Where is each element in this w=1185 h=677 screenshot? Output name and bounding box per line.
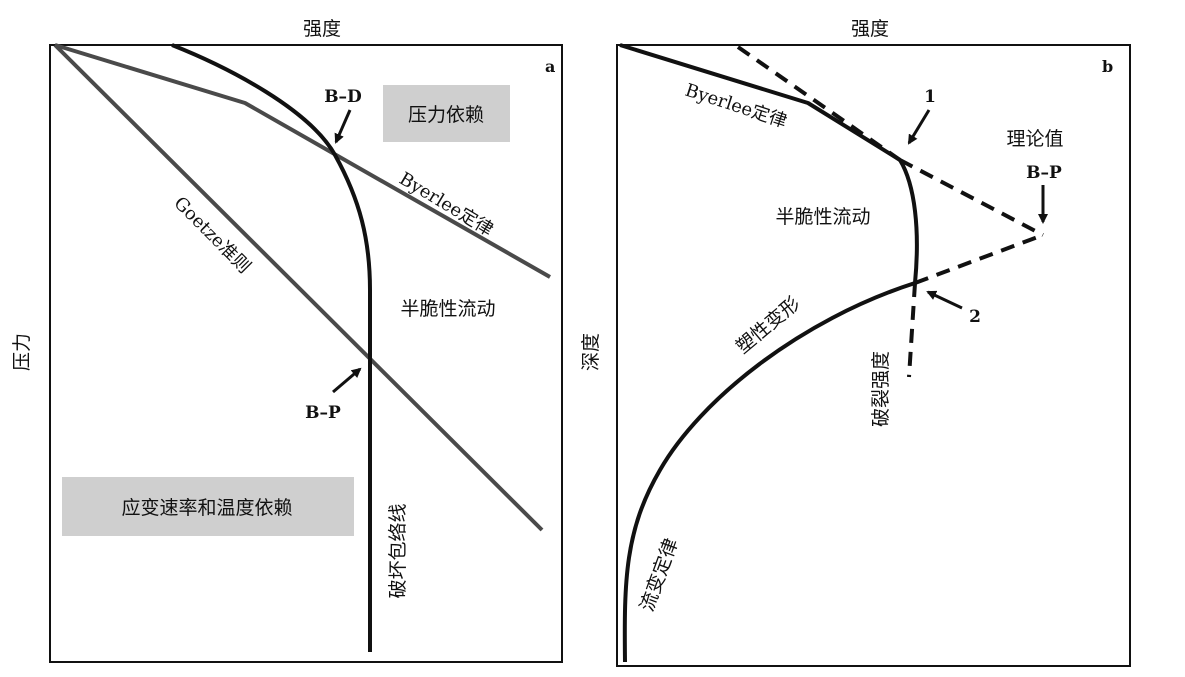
plastic-deformation-label: 塑性变形 — [732, 293, 804, 359]
failure-envelope-label: 破坏包络线 — [387, 503, 409, 598]
failure-envelope-curve — [171, 43, 372, 652]
flow-law-label: 流变定律 — [636, 535, 683, 614]
bd-arrow — [334, 109, 352, 144]
point-2-label: 2 — [969, 307, 981, 327]
byerlee-line-a — [54, 43, 551, 279]
byerlee-label-a: Byerlee定律 — [395, 168, 496, 240]
bp-label-b: B–P — [1026, 163, 1062, 183]
panel-b-letter: b — [1102, 57, 1113, 76]
panel-a-y-axis-label: 压力 — [11, 333, 33, 371]
panel-b-frame — [616, 44, 1131, 667]
strain-rate-temperature-box — [62, 477, 354, 536]
fracture-strength-dashed — [907, 282, 917, 378]
goetze-line — [53, 43, 544, 532]
panel-a: a 强度 压力 压力依赖 应变速率和温度依赖 Byerlee定律 Goetze准… — [11, 18, 563, 663]
point-1-arrow — [907, 109, 931, 145]
theoretical-value-label: 理论值 — [1006, 128, 1063, 150]
strain-rate-temperature-label: 应变速率和温度依赖 — [121, 497, 292, 519]
lower-dashed-line — [914, 233, 1044, 285]
panel-a-letter: a — [545, 57, 555, 76]
panel-b-x-axis-label: 强度 — [851, 18, 889, 40]
bp-arrow-a — [332, 367, 362, 394]
semibrittle-label-b: 半脆性流动 — [775, 206, 870, 228]
panel-a-frame — [49, 44, 563, 663]
fracture-strength-label: 破裂强度 — [870, 351, 892, 427]
panel-a-x-axis-label: 强度 — [303, 18, 341, 40]
pressure-dependent-label: 压力依赖 — [408, 104, 484, 126]
pressure-dependent-box — [383, 85, 510, 142]
upper-dashed-line — [736, 45, 902, 162]
bd-label: B–D — [324, 87, 362, 107]
semibrittle-curve — [898, 158, 919, 284]
goetze-label: Goetze准则 — [169, 193, 254, 278]
panel-b-y-axis-label: 深度 — [580, 333, 602, 371]
semibrittle-label-a: 半脆性流动 — [400, 298, 495, 320]
byerlee-label-b: Byerlee定律 — [682, 80, 789, 133]
byerlee-extension-dashed — [899, 158, 1044, 237]
plastic-flow-curve — [622, 281, 916, 663]
panel-b: b 强度 深度 Byerlee定律 半脆性流动 塑性变形 破裂强度 流变定律 理… — [580, 18, 1131, 667]
point-2-arrow — [926, 290, 963, 310]
point-1-label: 1 — [924, 87, 936, 107]
bp-label-a: B–P — [305, 403, 341, 423]
